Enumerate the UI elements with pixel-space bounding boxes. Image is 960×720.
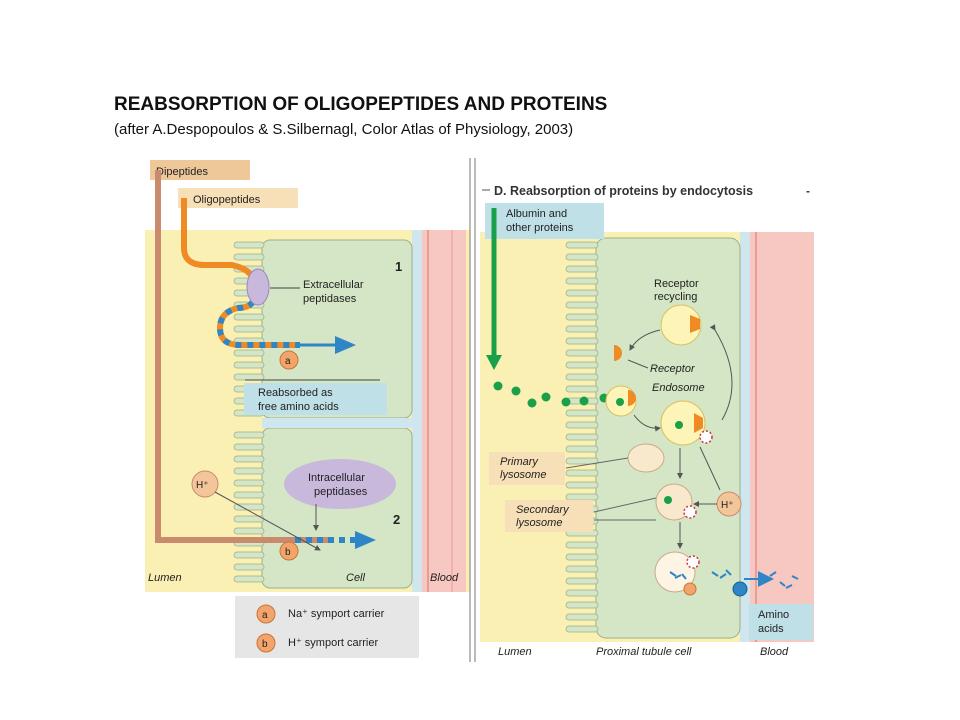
amino-acid-fragments bbox=[669, 569, 799, 589]
primary-lysosome-label-1: Primary bbox=[500, 456, 539, 468]
page-title: REABSORPTION OF OLIGOPEPTIDES AND PROTEI… bbox=[114, 94, 608, 115]
primary-lysosome-label-2: lysosome bbox=[500, 469, 546, 481]
cell-number-1: 1 bbox=[395, 259, 402, 274]
receptor-label: Receptor bbox=[650, 363, 696, 375]
legend-b-letter: b bbox=[262, 639, 268, 650]
h-plus-ion-left bbox=[191, 470, 219, 498]
amino-acids-label-2: acids bbox=[758, 623, 784, 635]
receptor-recycling-label-2: recycling bbox=[654, 291, 697, 303]
right-panel: D. Reabsorption of proteins by endocytos… bbox=[480, 184, 814, 658]
amino-acid-transporter bbox=[732, 581, 748, 597]
proximal-tubule-label: Proximal tubule cell bbox=[596, 646, 692, 658]
membrane-receptor bbox=[614, 345, 622, 361]
carrier-b-letter: b bbox=[285, 547, 291, 558]
h-plus-label-left: H⁺ bbox=[196, 480, 209, 491]
extracellular-label-2: peptidases bbox=[303, 293, 357, 305]
primary-lysosome bbox=[627, 443, 665, 473]
legend-h-carrier: H⁺ symport carrier bbox=[288, 637, 378, 649]
receptor-recycling-label-1: Receptor bbox=[654, 278, 699, 290]
cell-number-2: 2 bbox=[393, 512, 400, 527]
albumin-box bbox=[485, 203, 604, 239]
h-plus-label-right: H⁺ bbox=[721, 500, 734, 511]
intracellular-label-1: Intracellular bbox=[308, 472, 365, 484]
recycling-vesicle bbox=[660, 304, 702, 346]
intracellular-peptidase bbox=[284, 459, 396, 509]
amino-acids-label-1: Amino bbox=[758, 609, 789, 621]
na-symport-carrier bbox=[279, 350, 299, 370]
oligopeptides-label: Oligopeptides bbox=[193, 194, 261, 206]
h-symport-carrier bbox=[279, 541, 299, 561]
blood-vessel bbox=[422, 230, 466, 592]
blood-label-right: Blood bbox=[760, 646, 789, 658]
dipeptides-label: Dipeptides bbox=[156, 166, 208, 178]
reabsorbed-box bbox=[244, 383, 387, 415]
reabsorbed-label-2: free amino acids bbox=[258, 401, 339, 413]
secondary-lysosome-label-2: lysosome bbox=[516, 517, 562, 529]
carrier-a-letter: a bbox=[285, 356, 291, 367]
arrow-2-head bbox=[355, 531, 376, 549]
oligopeptides-label-box bbox=[178, 188, 298, 208]
secondary-lysosome-label-1: Secondary bbox=[516, 504, 570, 516]
endosome bbox=[660, 400, 706, 446]
amino-acid-stream-1 bbox=[216, 289, 300, 348]
blood-vessel-right bbox=[748, 232, 814, 642]
extracellular-peptidase bbox=[246, 268, 270, 306]
secondary-lysosome-box bbox=[505, 500, 593, 532]
svg-text:-: - bbox=[806, 184, 810, 198]
albumin-label-1: Albumin and bbox=[506, 208, 567, 220]
left-panel: Dipeptides Oligopeptides Extracellular p… bbox=[145, 160, 470, 658]
endocytosis-heading: D. Reabsorption of proteins by endocytos… bbox=[494, 184, 753, 198]
legend-na-carrier: Na⁺ symport carrier bbox=[288, 608, 385, 620]
reabsorbed-label-1: Reabsorbed as bbox=[258, 387, 333, 399]
arrow-1-head bbox=[335, 336, 356, 354]
legend-carrier-b bbox=[256, 633, 276, 653]
dipeptides-label-box bbox=[150, 160, 250, 180]
page-subtitle: (after A.Despopoulos & S.Silbernagl, Col… bbox=[114, 121, 574, 138]
albumin-label-2: other proteins bbox=[506, 222, 574, 234]
amino-acids-box bbox=[749, 604, 813, 640]
endosome-label: Endosome bbox=[652, 382, 705, 394]
legend-a-letter: a bbox=[262, 610, 268, 621]
cell-label: Cell bbox=[346, 572, 366, 584]
degrading-lysosome bbox=[654, 551, 696, 593]
lumen-label-right: Lumen bbox=[498, 646, 532, 658]
primary-lysosome-box bbox=[489, 452, 565, 485]
dipeptide-pathway bbox=[155, 170, 330, 543]
extracellular-label-1: Extracellular bbox=[303, 279, 364, 291]
legend-carrier-a bbox=[256, 604, 276, 624]
blood-label-left: Blood bbox=[430, 572, 459, 584]
lumen-label-left: Lumen bbox=[148, 572, 182, 584]
secondary-lysosome bbox=[655, 483, 693, 521]
intracellular-label-2: peptidases bbox=[314, 486, 368, 498]
albumin-molecules bbox=[493, 381, 609, 408]
